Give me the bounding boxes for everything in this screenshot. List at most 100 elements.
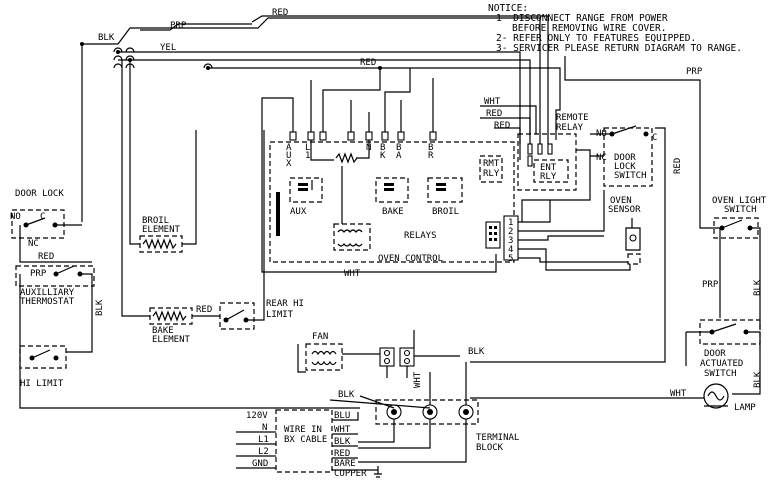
bake-relay-label: BAKE xyxy=(382,207,404,217)
oven-control-label: OVEN CONTROL xyxy=(378,254,443,264)
pin-bk: B xyxy=(380,143,385,153)
svg-text:SWITCH: SWITCH xyxy=(614,171,647,181)
supply-voltage: 120V xyxy=(246,411,268,421)
broil-relay-label: BROIL xyxy=(432,207,459,217)
terminal-n: N xyxy=(262,423,267,433)
svg-text:LIMIT: LIMIT xyxy=(266,310,294,320)
remote-relay: REMOTE RELAY ENT RLY xyxy=(517,113,589,191)
power-supply: 120V WIRE IN BX CABLE N L1 L2 GND BLU WH… xyxy=(246,409,367,479)
wire-label-red-remote-2: RED xyxy=(494,121,510,131)
svg-text:A: A xyxy=(396,151,402,161)
svg-text:SWITCH: SWITCH xyxy=(704,369,737,379)
wire-label-red-top: RED xyxy=(272,8,288,18)
wire-label-prp-right-2: PRP xyxy=(702,280,719,290)
dls-c: C xyxy=(652,133,657,143)
pin-3: 3 xyxy=(508,236,513,246)
lamp-label: LAMP xyxy=(734,403,756,413)
relays-label: RELAYS xyxy=(404,231,437,241)
notice-line-1: 1- DISCONNECT RANGE FROM POWER xyxy=(496,13,668,24)
wire-label-blk-fan: BLK xyxy=(468,347,485,357)
fan: FAN xyxy=(305,332,343,371)
oven-control-panel: OVEN CONTROL A U X L 1 N B K B A B R AUX… xyxy=(269,131,515,264)
wire-label-wht-remote: WHT xyxy=(484,97,501,107)
dls2-nc: NC xyxy=(28,239,39,249)
pin-5: 5 xyxy=(508,254,513,264)
terminal-l1: L1 xyxy=(258,435,269,445)
pin-br: B xyxy=(428,143,433,153)
svg-text:U: U xyxy=(286,151,291,161)
pin-1: 1 xyxy=(508,218,513,228)
svg-text:X: X xyxy=(286,159,292,169)
bake-element-label: BAKE xyxy=(152,326,174,336)
door-lock-switch-label: DOOR xyxy=(614,153,636,163)
door-lock-switch-2: DOOR LOCK NO C NC xyxy=(10,189,65,249)
pin-ba: B xyxy=(396,143,401,153)
wire-label-red-right: RED xyxy=(673,158,683,174)
wire-label-wht-oven: WHT xyxy=(344,269,361,279)
svg-text:R: R xyxy=(428,151,434,161)
notice-line-4: 3- SERVICER PLEASE RETURN DIAGRAM TO RAN… xyxy=(496,43,742,54)
color-wht: WHT xyxy=(334,425,351,435)
rear-hi-limit: REAR HI LIMIT xyxy=(219,299,304,330)
wire-label-yel: YEL xyxy=(160,43,176,53)
wire-label-red-bake: RED xyxy=(196,305,212,315)
svg-text:BLOCK: BLOCK xyxy=(476,443,504,453)
oven-sensor-label: OVEN xyxy=(610,196,632,206)
svg-text:ELEMENT: ELEMENT xyxy=(152,335,191,345)
hi-limit: HI LIMIT xyxy=(19,345,67,389)
wire-jumps xyxy=(113,47,213,69)
svg-text:BX CABLE: BX CABLE xyxy=(284,435,327,445)
color-red: RED xyxy=(334,449,350,459)
svg-text:1: 1 xyxy=(305,151,310,161)
door-lock-switch: NO NC C DOOR LOCK SWITCH xyxy=(596,125,657,187)
svg-text:ACTUATED: ACTUATED xyxy=(700,359,743,369)
wire-label-red-remote-1: RED xyxy=(486,109,502,119)
aux-therm-label: AUXILLIARY xyxy=(20,288,75,298)
door-actuated-switch-label: DOOR xyxy=(704,349,726,359)
wire-label-blk-right-2: BLK xyxy=(753,371,763,388)
svg-text:SENSOR: SENSOR xyxy=(608,205,641,215)
remote-relay-label: REMOTE xyxy=(556,113,589,123)
pin-aux: A xyxy=(286,143,292,153)
top-bus-wires xyxy=(81,15,701,363)
wire-label-wht-fan: WHT xyxy=(413,371,423,388)
broil-element-label: BROIL xyxy=(142,216,169,226)
aux-relay-label: AUX xyxy=(290,207,307,217)
wire-label-red-mid: RED xyxy=(360,58,376,68)
wire-label-blk-right-1: BLK xyxy=(753,279,763,296)
pin-l1: L xyxy=(305,143,310,153)
svg-text:RELAY: RELAY xyxy=(556,123,584,133)
pin-2: 2 xyxy=(508,227,513,237)
color-blu: BLU xyxy=(334,411,350,421)
rear-hi-limit-label: REAR HI xyxy=(266,299,304,309)
oven-sensor: OVEN SENSOR xyxy=(608,196,641,265)
oven-light-switch-label: OVEN LIGHT xyxy=(712,196,767,206)
svg-text:ELEMENT: ELEMENT xyxy=(142,225,181,235)
lamp: LAMP xyxy=(703,383,756,413)
bx-cable-label: WIRE IN xyxy=(284,425,322,435)
aux-therm-red-label: RED xyxy=(38,252,54,262)
notice-line-3: 2- REFER ONLY TO FEATURES EQUIPPED. xyxy=(496,33,696,44)
hi-limit-label: HI LIMIT xyxy=(20,379,64,389)
terminal-l2: L2 xyxy=(258,447,269,457)
svg-text:K: K xyxy=(380,151,386,161)
wire-label-wht-lamp: WHT xyxy=(670,389,687,399)
color-bare: BARE xyxy=(334,459,356,469)
wire-label-prp-top: PRP xyxy=(170,21,187,31)
broil-element: BROIL ELEMENT xyxy=(139,216,183,253)
svg-text:RLY: RLY xyxy=(483,169,500,179)
wire-label-blk-top: BLK xyxy=(98,33,115,43)
svg-text:SWITCH: SWITCH xyxy=(724,205,757,215)
door-actuated-switch: DOOR ACTUATED SWITCH xyxy=(699,319,761,379)
notice-block: NOTICE: 1- DISCONNECT RANGE FROM POWER B… xyxy=(488,3,742,54)
notice-line-2: BEFORE REMOVING WIRE COVER. xyxy=(512,23,666,34)
aux-therm-label-2: THERMOSTAT xyxy=(20,297,75,307)
svg-text:RLY: RLY xyxy=(540,172,557,182)
ent-rly-label: ENT xyxy=(540,163,557,173)
dls-nc: NC xyxy=(596,153,607,163)
notice-title: NOTICE: xyxy=(488,3,528,14)
dls2-no: NO xyxy=(10,212,21,222)
terminal-gnd: GND xyxy=(252,459,268,469)
